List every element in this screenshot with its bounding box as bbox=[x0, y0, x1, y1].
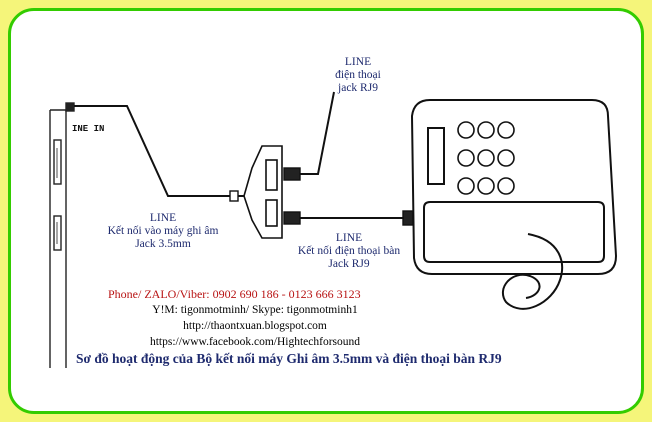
phone-line-desc: điện thoại bbox=[335, 69, 381, 81]
recorder-device bbox=[49, 102, 75, 368]
desk-phone-line-desc: Kết nối điện thoại bàn bbox=[297, 245, 401, 257]
contact-yim-skype: Y!M: tigonmotminh/ Skype: tigonmotminh1 bbox=[152, 304, 358, 316]
recorder-line-desc: Kết nối vào máy ghi âm bbox=[107, 225, 219, 237]
jack-3-5mm-plug bbox=[229, 190, 244, 202]
contact-facebook-link[interactable]: https://www.facebook.com/Hightechforsoun… bbox=[149, 336, 361, 348]
contact-blog-link[interactable]: http://thaontxuan.blogspot.com bbox=[183, 320, 327, 332]
keypad-buttons bbox=[457, 121, 515, 195]
recorder-line-title: LINE bbox=[149, 212, 177, 224]
desk-phone-line-jack: Jack RJ9 bbox=[328, 258, 370, 270]
desk-phone bbox=[410, 99, 618, 275]
diagram-caption: Sơ đồ hoạt động của Bộ kết nối máy Ghi â… bbox=[76, 351, 502, 366]
recorder-line-jack: Jack 3.5mm bbox=[135, 238, 191, 250]
contact-phone: Phone/ ZALO/Viber: 0902 690 186 - 0123 6… bbox=[108, 287, 361, 301]
splitter-adapter bbox=[243, 145, 283, 239]
rj9-line-plug bbox=[283, 167, 301, 181]
desk-phone-line-label: LINE Kết nối điện thoại bàn Jack RJ9 bbox=[276, 232, 422, 271]
phone-line-jack: jack RJ9 bbox=[338, 82, 378, 94]
cable-3-5mm bbox=[74, 105, 232, 197]
handset-coil-cord bbox=[502, 233, 564, 310]
phone-line-label: LINE điện thoại jack RJ9 bbox=[322, 56, 394, 95]
recorder-line-label: LINE Kết nối vào máy ghi âm Jack 3.5mm bbox=[86, 212, 240, 251]
desk-phone-line-title: LINE bbox=[335, 232, 363, 244]
cable-phone-line bbox=[300, 91, 335, 175]
phone-line-title: LINE bbox=[344, 56, 372, 68]
line-in-label: INE IN bbox=[72, 124, 105, 134]
